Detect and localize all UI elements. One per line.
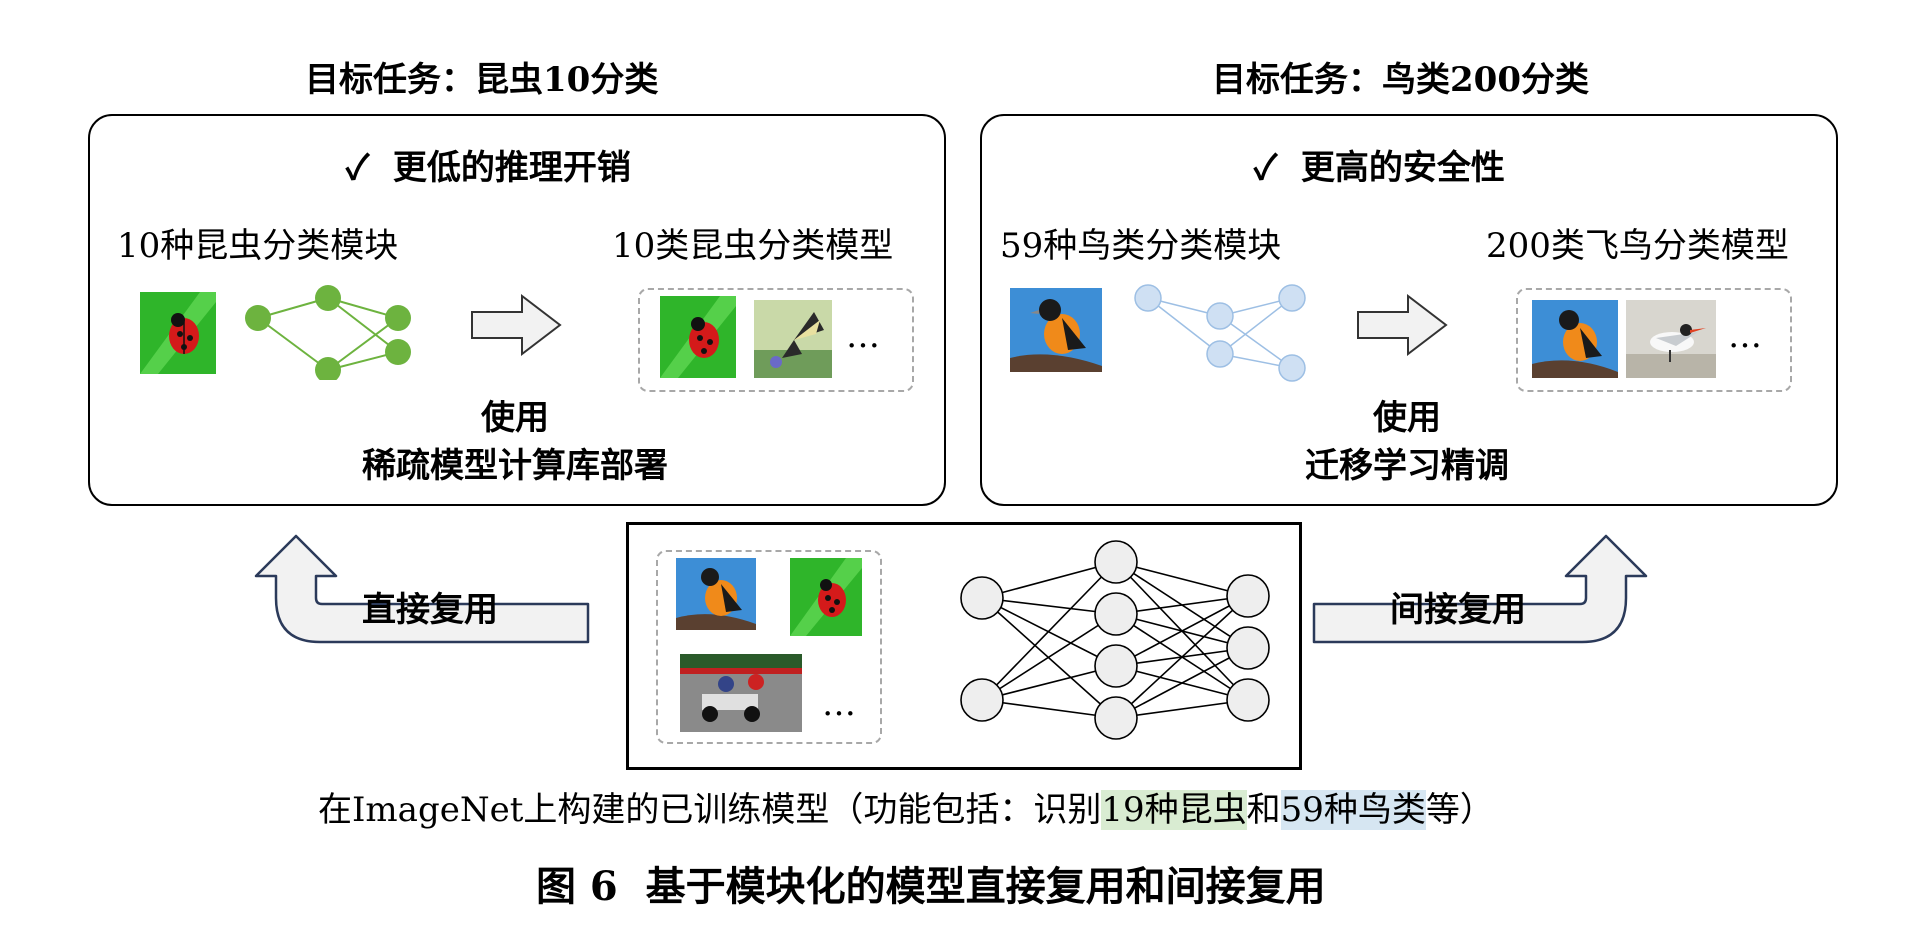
ellipsis: … [822, 684, 856, 724]
left-task-title: 目标任务：昆虫10分类 [305, 60, 659, 100]
ladybug-image [140, 292, 216, 374]
right-use-line2: 迁移学习精调 [1305, 446, 1509, 486]
caption-birds: 59种鸟类 [1280, 790, 1426, 830]
left-use-line2: 稀疏模型计算库部署 [362, 446, 668, 486]
indirect-reuse-arrow-icon [1312, 534, 1648, 644]
pretrained-model-caption: 在ImageNet上构建的已训练模型（功能包括：识别19种昆虫和59种鸟类等） [318, 782, 1494, 831]
left-model-label: 10类昆虫分类模型 [612, 226, 894, 266]
right-use-line1: 使用 [1373, 398, 1441, 438]
caption-suffix: 等） [1425, 790, 1494, 830]
tern-image [1626, 300, 1716, 378]
right-module-label: 59种鸟类分类模块 [1000, 226, 1282, 266]
direct-reuse-arrow-icon [254, 534, 590, 644]
arrow-right-icon [471, 294, 562, 356]
right-model-label: 200类飞鸟分类模型 [1486, 226, 1789, 266]
arrow-right-icon [1357, 294, 1448, 356]
butterfly-image [754, 300, 832, 378]
neural-network-icon [960, 540, 1270, 740]
oriole-image [1532, 300, 1618, 378]
figure-caption: 图 6 基于模块化的模型直接复用和间接复用 [536, 863, 1326, 910]
green-network-icon [245, 285, 411, 380]
caption-and: 和 [1246, 790, 1281, 830]
blue-network-icon [1134, 284, 1306, 382]
caption-prefix: 在ImageNet上构建的已训练模型（功能包括：识别 [318, 790, 1102, 830]
caption-insects: 19种昆虫 [1101, 790, 1247, 830]
ellipsis: … [1728, 316, 1762, 356]
ladybug-image [790, 558, 862, 636]
right-task-title: 目标任务：鸟类200分类 [1212, 60, 1589, 100]
ladybug-image [660, 296, 736, 378]
ellipsis: … [846, 316, 880, 356]
left-benefit: ✓ 更低的推理开销 [346, 148, 631, 188]
right-benefit: ✓ 更高的安全性 [1254, 148, 1505, 188]
oriole-image [676, 558, 756, 630]
right-model-box [1516, 288, 1792, 392]
training-images-box [656, 550, 882, 744]
left-module-label: 10种昆虫分类模块 [117, 226, 399, 266]
oriole-image [1010, 288, 1102, 372]
left-model-box [638, 288, 914, 392]
indirect-reuse-label: 间接复用 [1390, 590, 1526, 630]
direct-reuse-label: 直接复用 [362, 590, 498, 630]
left-use-line1: 使用 [481, 398, 549, 438]
go-kart-image [680, 654, 802, 732]
